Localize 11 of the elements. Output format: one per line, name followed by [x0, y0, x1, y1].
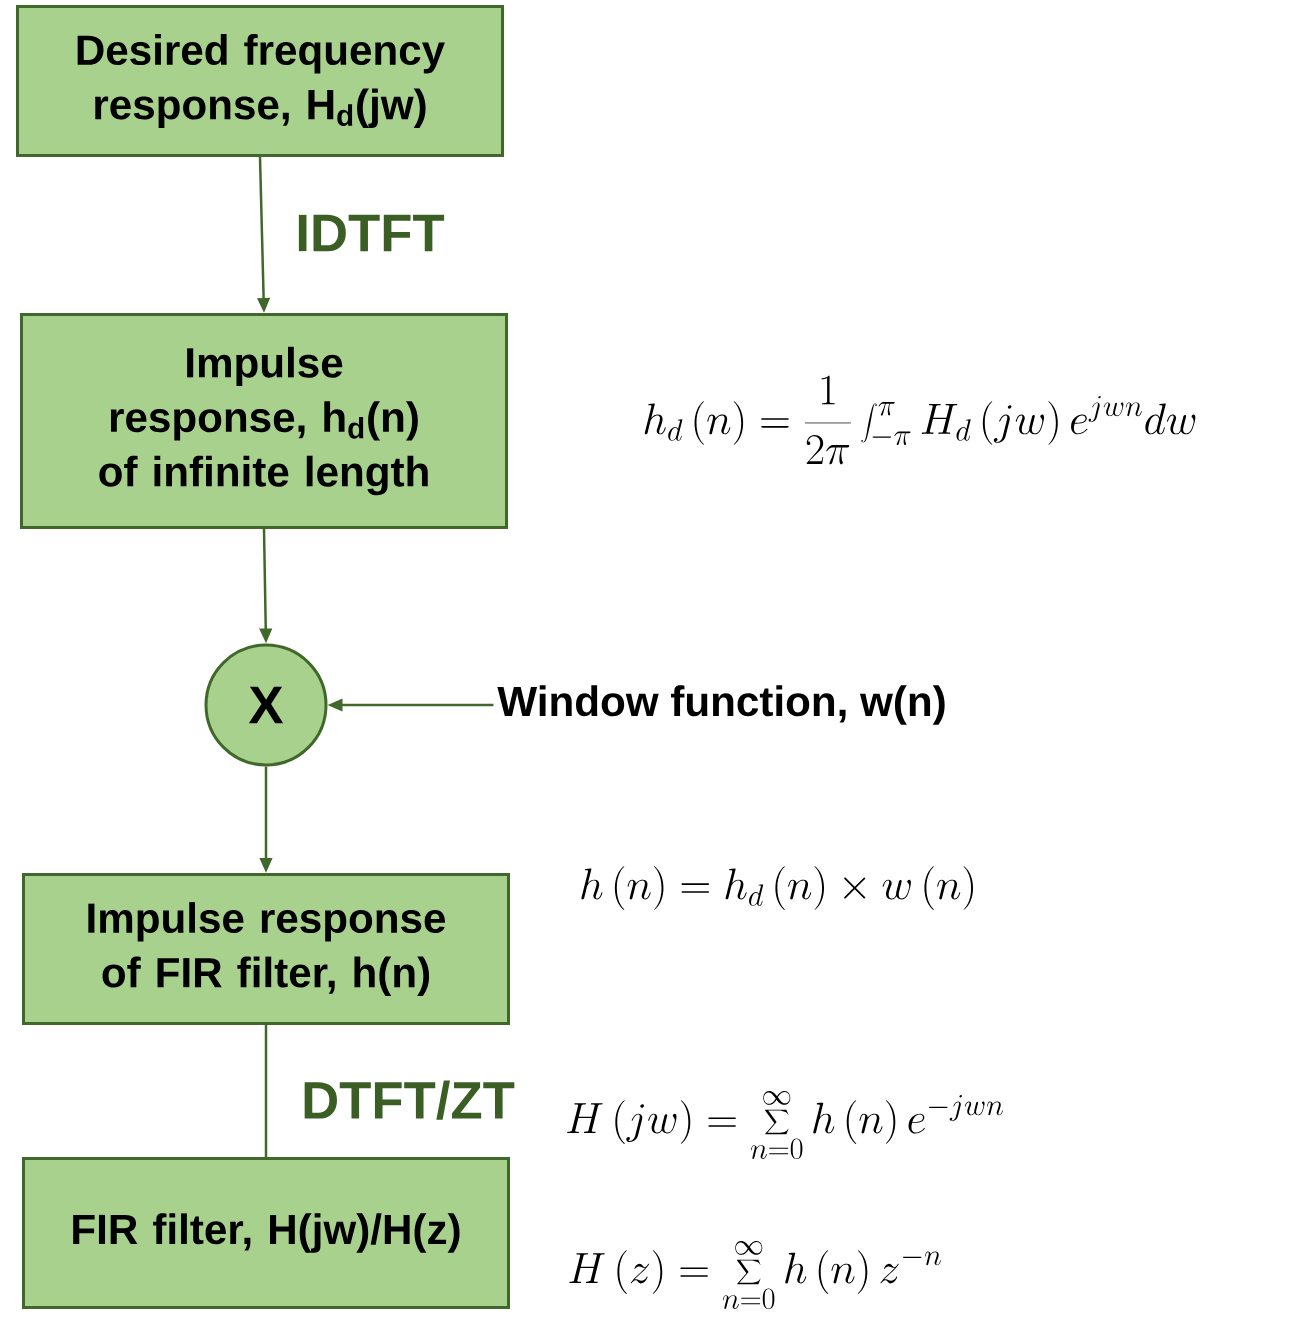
formula: $h\left(n\right)=h_{d}\left(n\right)\times w\left(n\right)$ — [581, 866, 973, 910]
process-box: Desired frequency response, H$_{d}$(jw) — [16, 5, 504, 157]
formula: $h_{d}\left(n\right)=\frac{1}{2\pi}\int_{-\pi}^{\pi}H_{d}\left(jw\right)e^{jwn}dw$ — [644, 375, 1196, 465]
input-label: Window function, w(n) — [497, 685, 945, 725]
edge-label: IDTFT — [298, 214, 445, 252]
formula: $H\left(z\right)=\sum_{n=0}^{\infty}h\left(n\right)z^{-n}$ — [569, 1241, 941, 1310]
process-box: Impulse response, h$_{d}$(n) of infinite length — [20, 313, 508, 529]
process-box: FIR filter, H(jw)/H(z) — [22, 1157, 510, 1309]
process-box: Impulse response of FIR filter, h(n) — [22, 873, 510, 1025]
formula: $H\left(jw\right)=\sum_{n=0}^{\infty}h\left(n\right)e^{-jwn}$ — [567, 1091, 1003, 1160]
edge-label: DTFT/ZT — [304, 1080, 515, 1120]
